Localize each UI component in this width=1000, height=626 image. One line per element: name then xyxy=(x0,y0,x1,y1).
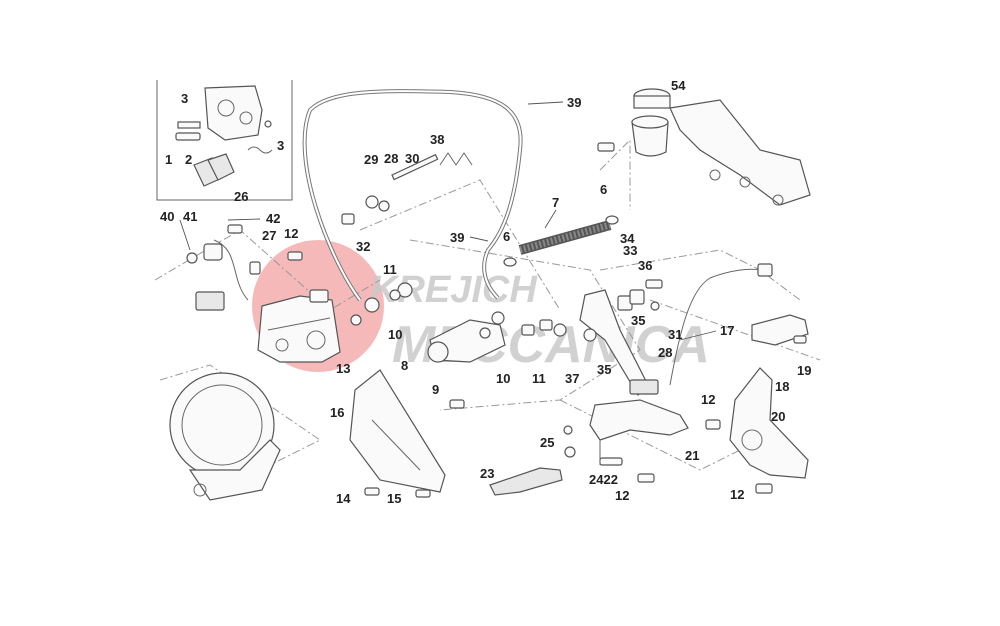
label-2: 2 xyxy=(185,152,192,167)
caliper-detail-inset xyxy=(156,80,293,201)
label-12-bottom: 12 xyxy=(615,488,629,503)
label-39-lower: 39 xyxy=(450,230,464,245)
label-25: 25 xyxy=(540,435,554,450)
label-39: 39 xyxy=(567,95,581,110)
label-11-lower: 11 xyxy=(532,371,546,386)
brake-switch-cable xyxy=(669,263,773,386)
rear-sprocket-carrier xyxy=(169,372,281,501)
label-28-lower: 28 xyxy=(658,345,672,360)
label-3-inset: 3 xyxy=(277,138,284,153)
label-10-lower: 10 xyxy=(496,371,510,386)
brake-hose xyxy=(302,89,523,302)
label-42: 42 xyxy=(266,211,280,226)
label-32: 32 xyxy=(356,239,370,254)
label-20: 20 xyxy=(771,409,785,424)
label-13: 13 xyxy=(336,361,350,376)
label-28: 28 xyxy=(384,151,398,166)
label-35: 35 xyxy=(631,313,645,328)
label-26: 26 xyxy=(234,189,248,204)
leader-lines xyxy=(179,101,717,341)
label-30: 30 xyxy=(405,151,419,166)
label-16: 16 xyxy=(330,405,344,420)
label-36: 36 xyxy=(638,258,652,273)
speed-sensor xyxy=(186,224,303,311)
label-54: 54 xyxy=(671,78,686,93)
footrest-assembly xyxy=(489,399,689,496)
brake-pedal xyxy=(521,289,659,396)
label-23: 23 xyxy=(480,466,494,481)
rear-brake-caliper xyxy=(257,289,341,363)
brake-fluid-reservoir xyxy=(597,88,811,206)
footpeg-bracket xyxy=(751,314,809,346)
label-3: 3 xyxy=(181,91,188,106)
label-31: 31 xyxy=(668,327,682,342)
label-12-right: 12 xyxy=(701,392,715,407)
rear-master-cylinder xyxy=(350,282,506,409)
label-12-far-right: 12 xyxy=(730,487,744,502)
label-11: 11 xyxy=(383,262,397,277)
label-18: 18 xyxy=(775,379,789,394)
spring-and-pushrod xyxy=(341,152,473,225)
heel-guard-plate xyxy=(349,369,446,498)
label-7: 7 xyxy=(552,195,559,210)
label-29: 29 xyxy=(364,152,378,167)
label-6-lower: 6 xyxy=(503,229,510,244)
label-8: 8 xyxy=(401,358,408,373)
label-33: 33 xyxy=(623,243,637,258)
label-38: 38 xyxy=(430,132,444,147)
pivot-spacers xyxy=(617,279,663,311)
label-1: 1 xyxy=(165,152,172,167)
label-34: 34 xyxy=(620,231,635,246)
label-2422: 2422 xyxy=(589,472,618,487)
label-21: 21 xyxy=(685,448,699,463)
label-35-lower: 35 xyxy=(597,362,611,377)
footrest-hanger xyxy=(705,367,809,494)
label-6: 6 xyxy=(600,182,607,197)
callout-labels: 3 1 2 3 26 39 54 38 29 28 30 7 6 40 41 4… xyxy=(160,78,811,506)
label-15: 15 xyxy=(387,491,401,506)
label-9: 9 xyxy=(432,382,439,397)
label-41: 41 xyxy=(183,209,197,224)
label-27: 27 xyxy=(262,228,276,243)
label-14: 14 xyxy=(336,491,351,506)
label-10: 10 xyxy=(388,327,402,342)
label-37: 37 xyxy=(565,371,579,386)
reservoir-hose xyxy=(503,215,619,267)
label-12: 12 xyxy=(284,226,298,241)
label-17: 17 xyxy=(720,323,734,338)
label-19: 19 xyxy=(797,363,811,378)
label-40: 40 xyxy=(160,209,174,224)
